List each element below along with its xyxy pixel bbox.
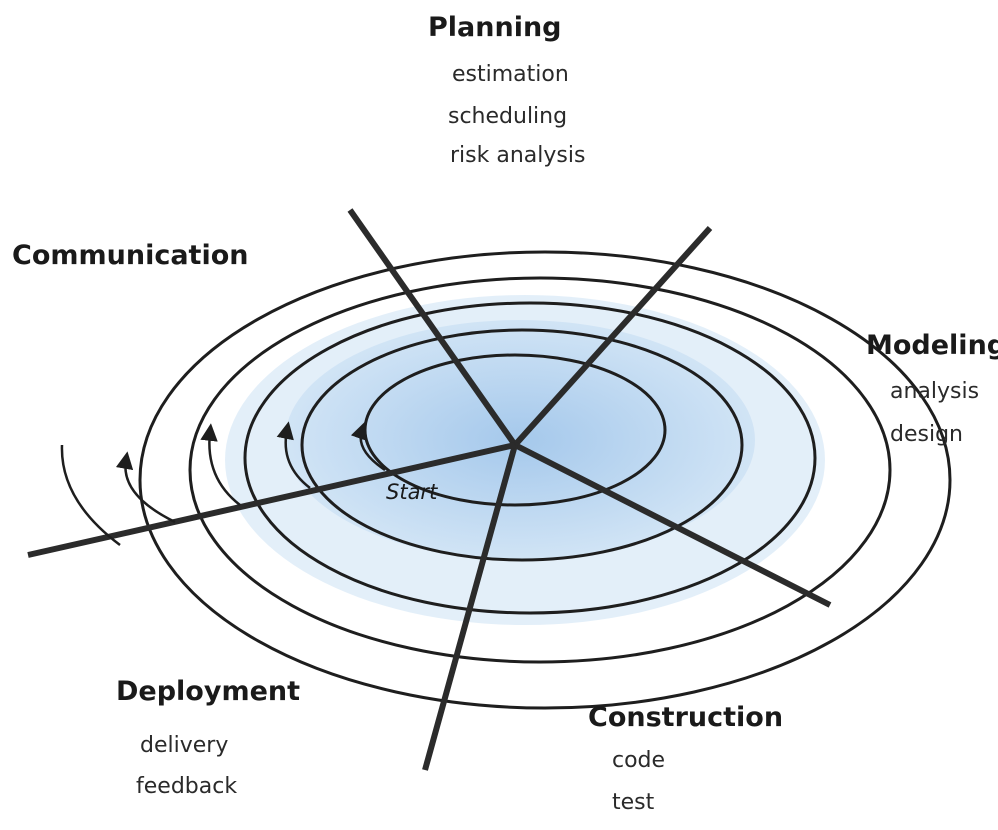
communication-title: Communication xyxy=(12,240,249,271)
spiral-arrow-1 xyxy=(350,421,386,472)
modeling-task-analysis: analysis xyxy=(890,379,980,404)
spiral-arrow-4 xyxy=(115,451,176,524)
spiral-arrow-2 xyxy=(276,421,311,489)
spiral-entry-arc xyxy=(60,444,121,546)
axis-planning-modeling xyxy=(512,225,713,448)
deployment-task-delivery: delivery xyxy=(140,733,229,758)
spiral-ring-4 xyxy=(188,276,892,664)
construction-task-code: code xyxy=(612,748,666,773)
axis-communication-planning xyxy=(347,208,518,447)
spiral-ring-3 xyxy=(243,301,817,615)
axis-construction-deployment xyxy=(422,444,518,771)
spiral-arrow-3 xyxy=(200,423,241,506)
spiral-ring-2 xyxy=(300,328,744,562)
deployment-title: Deployment xyxy=(116,676,301,707)
planning-task-risk-analysis: risk analysis xyxy=(450,143,586,168)
planning-task-scheduling: scheduling xyxy=(448,104,568,129)
axis-modeling-construction xyxy=(513,442,832,608)
modeling-title: Modeling xyxy=(866,330,998,361)
modeling-task-design: design xyxy=(890,422,963,447)
construction-title: Construction xyxy=(588,702,784,733)
start-label: Start xyxy=(386,480,438,504)
construction-task-test: test xyxy=(612,790,655,815)
deployment-task-feedback: feedback xyxy=(136,774,238,799)
spiral-ring-5 xyxy=(138,250,952,710)
planning-task-estimation: estimation xyxy=(452,62,569,87)
planning-title: Planning xyxy=(428,12,562,43)
